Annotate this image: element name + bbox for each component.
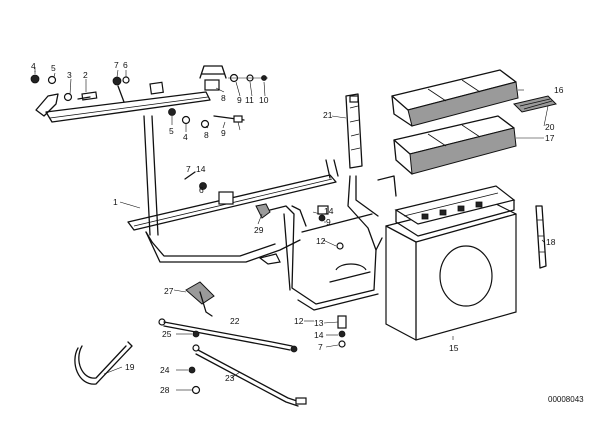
upper-cross-bar <box>45 91 211 123</box>
callout-8: 8 <box>221 93 226 103</box>
washer-3 <box>63 92 73 102</box>
nut-24 <box>188 366 196 374</box>
callout-8-lower: 8 <box>204 130 209 140</box>
callout-20: 20 <box>545 122 555 132</box>
callout-14-tray: 14 <box>324 206 334 216</box>
callout-11: 11 <box>245 95 254 105</box>
callout-5: 5 <box>51 63 56 73</box>
callout-19: 19 <box>125 362 135 372</box>
callout-15: 15 <box>449 343 459 353</box>
callout-3: 3 <box>67 70 72 80</box>
callout-9-lower: 9 <box>221 128 226 138</box>
callout-24: 24 <box>160 365 170 375</box>
callout-29: 29 <box>254 225 264 235</box>
callout-21: 21 <box>323 110 333 120</box>
callout-7: 7 <box>114 60 119 70</box>
battery-15 <box>385 185 517 341</box>
battery-cover-16 <box>391 69 557 127</box>
grommet-29 <box>255 203 271 219</box>
callout-1: 1 <box>113 197 118 207</box>
callout-7-lower: 7 <box>318 342 323 352</box>
callout-4-lower: 4 <box>183 132 188 142</box>
reference-number: 00008043 <box>548 395 584 404</box>
cable-22 <box>158 318 298 353</box>
callout-9: 9 <box>237 95 242 105</box>
carrier-bracket-assembly <box>30 65 268 236</box>
bolt-2 <box>77 91 98 101</box>
frame-rail-assembly <box>127 159 339 265</box>
callout-12-lower: 12 <box>294 316 304 326</box>
callout-9-tray: 9 <box>326 217 331 227</box>
cable-23 <box>192 344 307 407</box>
callout-5-lower: 5 <box>169 126 174 136</box>
link-plate <box>35 93 59 117</box>
callout-7-mid: 7 <box>186 164 191 174</box>
callout-14-mid: 14 <box>196 164 206 174</box>
terminal-pad-20 <box>513 95 557 113</box>
callout-27: 27 <box>164 286 174 296</box>
callout-28: 28 <box>160 385 170 395</box>
callout-labels: 4 5 3 2 7 6 8 9 11 10 5 4 8 9 7 14 6 1 2… <box>31 60 564 395</box>
battery-tray <box>269 175 397 311</box>
rubber-strap-21 <box>345 93 363 169</box>
callout-2: 2 <box>83 70 88 80</box>
screw-25 <box>192 330 200 338</box>
callout-6-mid: 6 <box>199 185 204 195</box>
callout-25: 25 <box>162 329 172 339</box>
terminal-hardware <box>337 315 347 348</box>
battery-label-circle <box>439 245 493 307</box>
callout-17: 17 <box>545 133 555 143</box>
nut-7 <box>112 76 122 86</box>
callout-23: 23 <box>225 373 235 383</box>
callout-6: 6 <box>123 60 128 70</box>
nut-14 <box>199 182 207 190</box>
callout-14-lower: 14 <box>314 330 324 340</box>
callout-13: 13 <box>314 318 324 328</box>
nut-4 <box>30 74 40 84</box>
battery-cover-17 <box>393 115 517 175</box>
battery-strap-19 <box>74 341 133 385</box>
u-clamp <box>199 65 227 79</box>
callout-22: 22 <box>230 316 240 326</box>
washer-28 <box>191 385 201 395</box>
callout-10: 10 <box>259 95 269 105</box>
callout-12-tray: 12 <box>316 236 326 246</box>
cap-27 <box>185 281 215 317</box>
vent-tube-18 <box>535 205 547 269</box>
leader-lines <box>34 69 549 391</box>
callout-4: 4 <box>31 61 36 71</box>
callout-16: 16 <box>554 85 564 95</box>
washer-5 <box>47 75 57 85</box>
callout-18: 18 <box>546 237 556 247</box>
